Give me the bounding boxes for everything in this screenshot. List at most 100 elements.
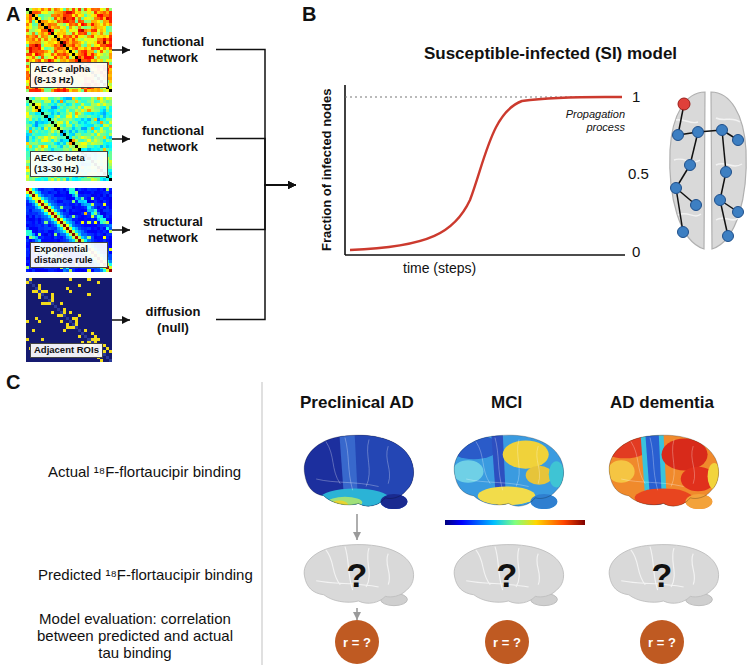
matrix-cell [72,209,75,212]
matrix-cell [94,221,97,224]
network-node [715,195,726,206]
matrix-cell [63,35,66,38]
matrix-cell [29,11,32,14]
matrix-cell [69,197,72,200]
matrix-cell [32,56,35,59]
matrix-cell [54,26,57,29]
matrix-cell [97,212,100,215]
matrix-cell [100,26,103,29]
matrix-cell [32,29,35,32]
matrix-cell [66,47,69,50]
matrix-cell [44,221,47,224]
matrix-cell [109,97,112,100]
matrix-cell [32,224,35,227]
tau-brain-preclinical [297,432,417,512]
matrix-cell [87,32,90,35]
matrix-cell [109,29,112,32]
matrix-cell [32,188,35,191]
matrix-cell [48,200,51,203]
matrix-cell [26,50,29,53]
matrix-cell [26,118,29,121]
matrix-cell [63,118,66,121]
matrix-cell [72,206,75,209]
matrix-cell [91,127,94,130]
matrix-cell [63,133,66,136]
matrix-cell [78,145,81,148]
matrix-cell [60,215,63,218]
matrix-cell [48,100,51,103]
matrix-cell [94,17,97,20]
matrix-cell [109,23,112,26]
matrix-cell [69,139,72,142]
matrix-cell [32,212,35,215]
matrix-cell [106,106,109,109]
matrix-cell [103,11,106,14]
matrix-cell [81,133,84,136]
matrix-cell [35,103,38,106]
matrix-cell [72,53,75,56]
matrix-cell [66,203,69,206]
matrix-cell [60,206,63,209]
matrix-cell [100,130,103,133]
matrix-cell [35,50,38,53]
matrix-cell [106,17,109,20]
matrix-cell [100,118,103,121]
matrix-cell [57,127,60,130]
matrix-cell [87,20,90,23]
matrix-cell [32,23,35,26]
matrix-cell [26,59,29,62]
matrix-cell [51,118,54,121]
matrix-cell [75,47,78,50]
matrix-cell [91,17,94,20]
matrix-cell [54,121,57,124]
matrix-cell [75,142,78,145]
matrix-cell [97,203,100,206]
matrix-cell [81,47,84,50]
matrix-cell [91,112,94,115]
matrix-cell [57,209,60,212]
matrix-cell [26,100,29,103]
matrix-cell [72,47,75,50]
matrix-cell [44,127,47,130]
matrix-cell [35,20,38,23]
matrix-cell [75,112,78,115]
matrix-cell [81,35,84,38]
matrix-cell [29,41,32,44]
matrix-cell [81,209,84,212]
matrix-cell [94,212,97,215]
matrix-cell [66,178,69,181]
matrix-cell [106,103,109,106]
matrix-cell [109,38,112,41]
matrix-cell [103,47,106,50]
matrix-cell [69,130,72,133]
arrow-connector [356,608,358,620]
matrix-cell [38,136,41,139]
matrix-cell [84,103,87,106]
matrix-cell [44,100,47,103]
matrix-cell [51,14,54,17]
arrow-connector [216,50,296,185]
matrix-cell [109,80,112,83]
matrix-cell [51,56,54,59]
matrix-cell [106,209,109,212]
matrix-cell [32,127,35,130]
matrix-cell [81,97,84,100]
matrix-cell [109,200,112,203]
matrix-cell [91,200,94,203]
matrix-cell [44,194,47,197]
matrix-cell [38,191,41,194]
matrix-cell [72,11,75,14]
matrix-cell [35,215,38,218]
matrix-cell [29,133,32,136]
matrix-cell [51,212,54,215]
matrix-cell [29,221,32,224]
matrix-cell [29,118,32,121]
matrix-cell [87,29,90,32]
matrix-cell [69,89,72,92]
matrix-cell [44,124,47,127]
matrix-cell [26,112,29,115]
matrix-cell [84,142,87,145]
matrix-cell [57,103,60,106]
matrix-cell [109,154,112,157]
matrix-cell [78,89,81,92]
